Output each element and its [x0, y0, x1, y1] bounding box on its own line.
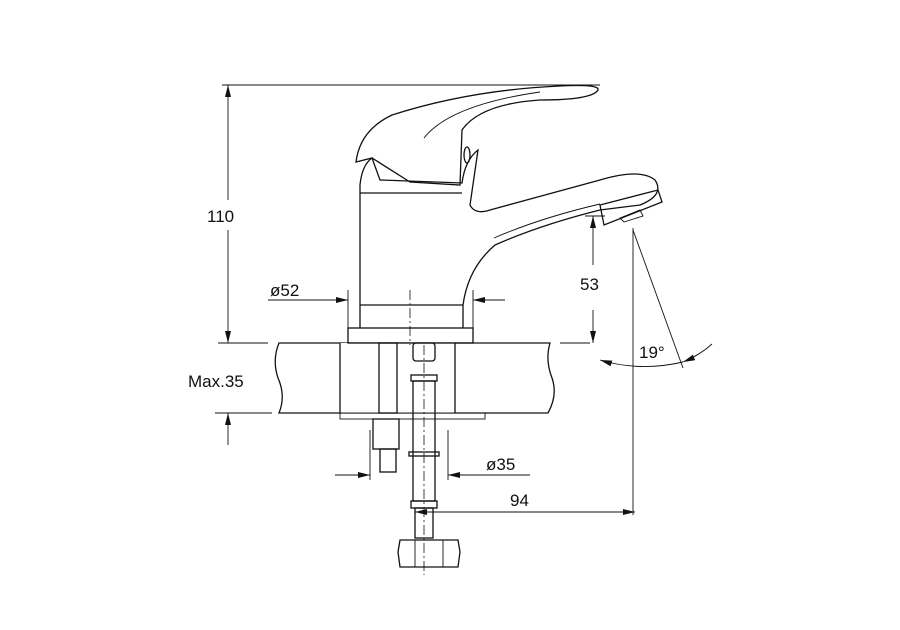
dim-counter-thickness-label: Max.35 — [188, 372, 244, 391]
dim-spout-angle-label: 19° — [639, 343, 665, 362]
supply-hose — [397, 342, 461, 568]
dim-height-label: 110 — [207, 207, 234, 226]
dimension-lines — [215, 84, 713, 515]
dim-base-diameter-label: ø52 — [270, 281, 299, 300]
mounting-rod — [372, 342, 400, 473]
dim-spout-reach-label: 94 — [510, 491, 529, 510]
faucet-body — [347, 84, 663, 344]
dim-hole-diameter-label: ø35 — [486, 455, 515, 474]
dim-spout-clearance-label: 53 — [580, 275, 599, 294]
